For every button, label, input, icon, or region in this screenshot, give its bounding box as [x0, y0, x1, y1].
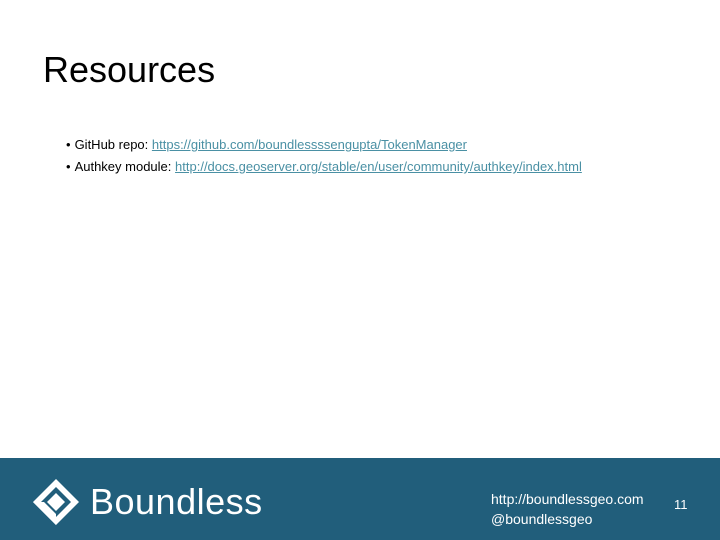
- resource-label: GitHub repo:: [74, 137, 149, 152]
- website-text: http://boundlessgeo.com: [491, 491, 644, 507]
- resource-label: Authkey module:: [74, 159, 172, 174]
- footer-bar: [0, 458, 720, 540]
- bullet-icon: •: [66, 137, 71, 152]
- page-number: 11: [674, 497, 688, 512]
- list-item: •GitHub repo: https://github.com/boundle…: [66, 134, 582, 156]
- github-repo-link[interactable]: https://github.com/boundlessssengupta/To…: [151, 137, 467, 152]
- authkey-docs-link[interactable]: http://docs.geoserver.org/stable/en/user…: [175, 159, 582, 174]
- brand-name: Boundless: [90, 481, 263, 522]
- bullet-icon: •: [66, 159, 71, 174]
- contact-info: http://boundlessgeo.com @boundlessgeo: [491, 489, 644, 529]
- list-item: •Authkey module: http://docs.geoserver.o…: [66, 156, 582, 178]
- twitter-handle: @boundlessgeo: [491, 511, 593, 527]
- boundless-diamond-logo-icon: [33, 479, 79, 525]
- resource-list: •GitHub repo: https://github.com/boundle…: [66, 134, 582, 178]
- slide-title: Resources: [43, 49, 216, 90]
